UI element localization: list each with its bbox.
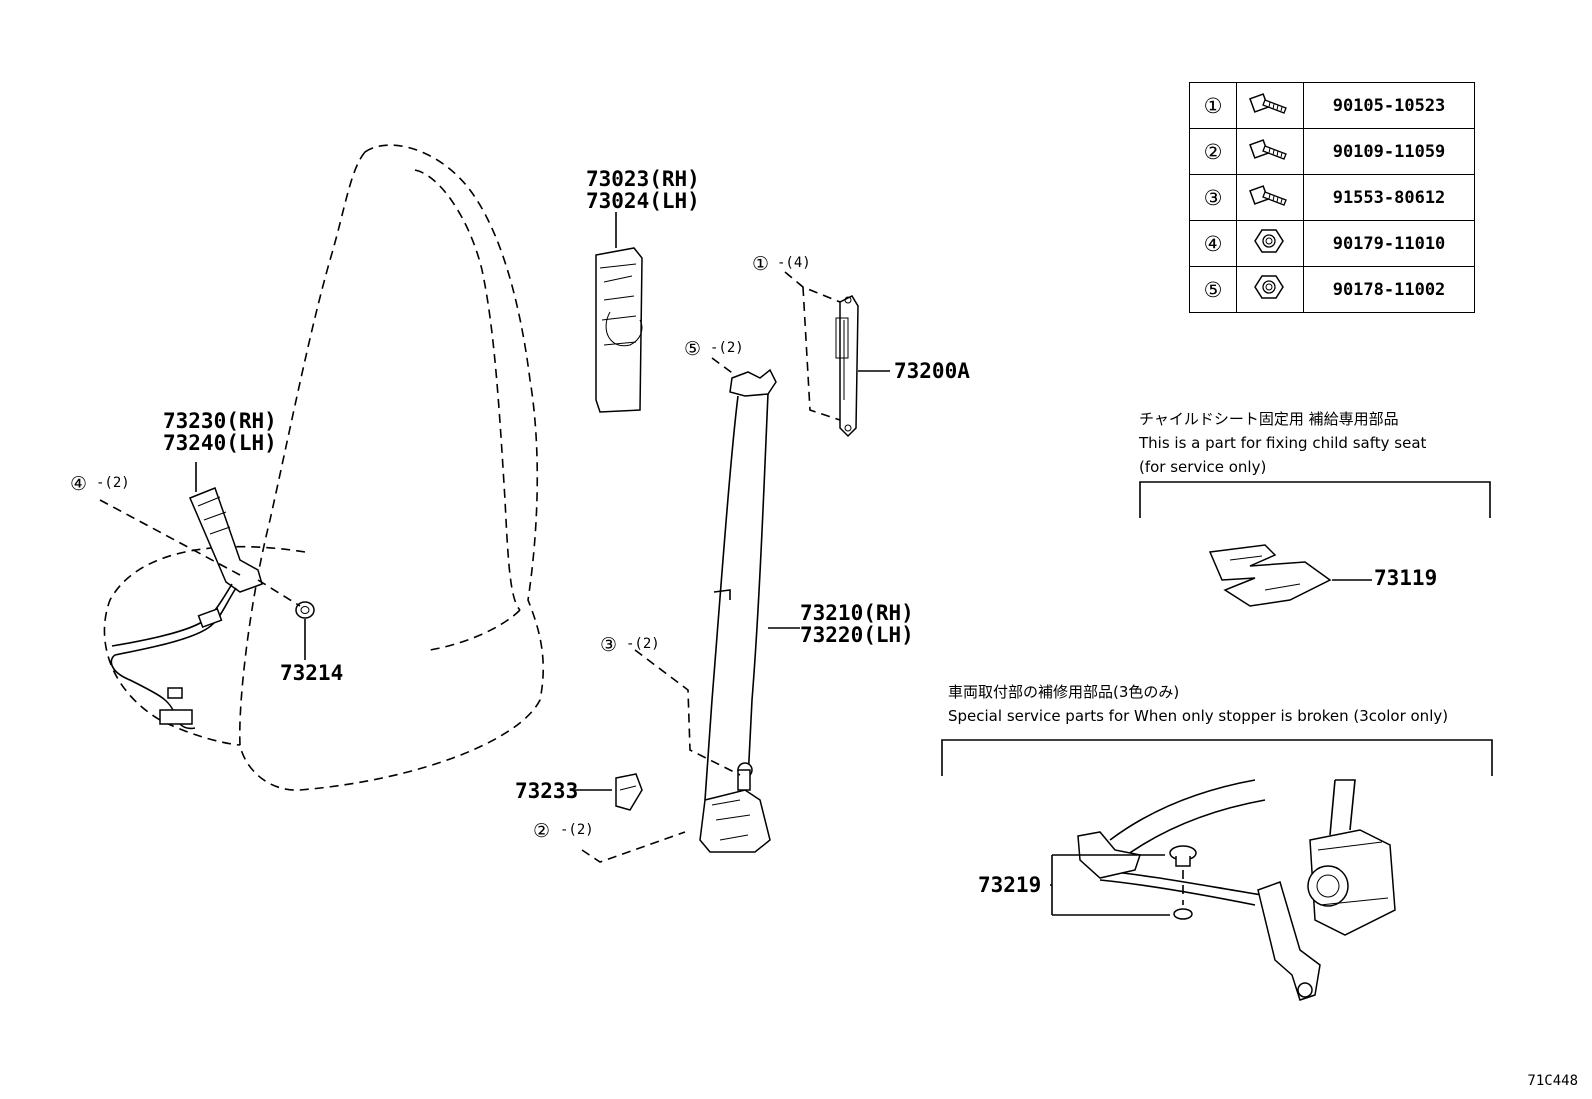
label-retractor-cover-lh: 73024(LH) (586, 189, 700, 213)
shoulder-anchor[interactable] (835, 295, 859, 438)
seat-belt-assembly[interactable] (699, 368, 777, 853)
fastener-row: ⑤ 90178-11002 (1189, 266, 1475, 313)
nut-icon (1236, 266, 1304, 313)
fastener-row: ② 90109-11059 (1189, 128, 1475, 175)
ref-belt-bolt-num: ③ (600, 634, 617, 656)
fastener-ref-number: ⑤ (1189, 266, 1237, 313)
fastener-ref-number: ③ (1189, 174, 1237, 221)
label-child-seat-part: 73119 (1374, 566, 1437, 590)
nut-icon (1236, 220, 1304, 267)
note-stopper-en: Special service parts for When only stop… (948, 707, 1448, 725)
label-belt-lh: 73220(LH) (800, 623, 914, 647)
fastener-part-number[interactable]: 90105-10523 (1303, 82, 1475, 129)
fastener-row: ③ 91553-80612 (1189, 174, 1475, 221)
ref-anchor-bolt-qty: -(4) (777, 255, 811, 271)
ref-shoulder-bolt-num: ⑤ (684, 338, 701, 360)
fastener-row: ① 90105-10523 (1189, 82, 1475, 129)
fastener-row: ④ 90179-11010 (1189, 220, 1475, 267)
ref-belt-bolt-qty: -(2) (626, 636, 660, 652)
ref-buckle-nut-num: ④ (70, 473, 87, 495)
fastener-part-number[interactable]: 91553-80612 (1303, 174, 1475, 221)
bolt-icon (1236, 174, 1304, 221)
belt-stopper[interactable] (615, 773, 643, 811)
fastener-ref-number: ② (1189, 128, 1237, 175)
label-stopper-kit: 73219 (978, 873, 1041, 897)
buckle-washer[interactable] (295, 601, 315, 619)
label-anchor: 73200A (894, 359, 970, 383)
label-belt-rh: 73210(RH) (800, 601, 914, 625)
note-child-seat-jp: チャイルドシート固定用 補給専用部品 (1139, 410, 1399, 428)
fastener-part-number[interactable]: 90109-11059 (1303, 128, 1475, 175)
retractor-cover[interactable] (595, 247, 643, 413)
ref-shoulder-bolt-qty: -(2) (710, 340, 744, 356)
fastener-ref-number: ④ (1189, 220, 1237, 267)
ref-retractor-bolt-qty: -(2) (560, 822, 594, 838)
fastener-ref-number: ① (1189, 82, 1237, 129)
label-washer: 73214 (280, 661, 343, 685)
bolt-icon (1236, 128, 1304, 175)
label-retractor-cover-rh: 73023(RH) (586, 167, 700, 191)
ref-anchor-bolt-num: ① (752, 253, 769, 275)
diagram-code: 71C448 (1527, 1073, 1578, 1089)
note-child-seat-en-1: This is a part for fixing child safty se… (1138, 434, 1427, 452)
ref-retractor-bolt-num: ② (533, 820, 550, 842)
child-seat-anchor-part[interactable] (1208, 544, 1332, 607)
fastener-part-number[interactable]: 90178-11002 (1303, 266, 1475, 313)
ref-buckle-nut-qty: -(2) (96, 475, 130, 491)
label-buckle-lh: 73240(LH) (163, 431, 277, 455)
seat-belt-buckle[interactable] (110, 487, 263, 730)
bolt-icon (1236, 82, 1304, 129)
note-child-seat-en-2: (for service only) (1139, 458, 1266, 476)
fastener-part-number[interactable]: 90179-11010 (1303, 220, 1475, 267)
stopper-kit-detail[interactable] (1077, 779, 1396, 1001)
label-buckle-rh: 73230(RH) (163, 409, 277, 433)
note-stopper-jp: 車両取付部の補修用部品(3色のみ) (948, 683, 1179, 701)
label-stopper: 73233 (515, 779, 578, 803)
fastener-table: ① 90105-10523 ② 90109-11059 ③ 91553-80612 ④ 901… (1189, 82, 1475, 313)
